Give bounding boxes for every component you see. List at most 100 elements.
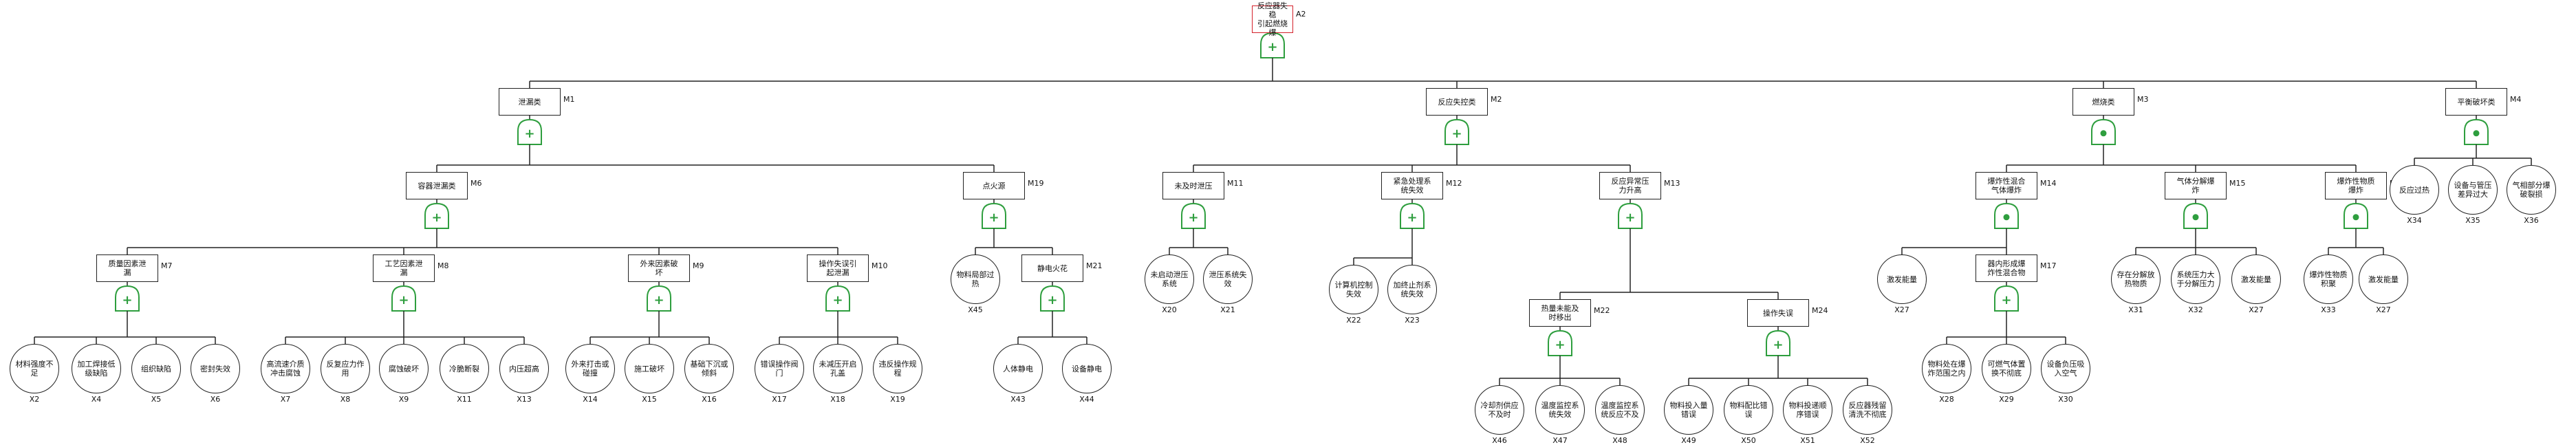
basic-event-x47[interactable]: 温度监控系 统失效 (1535, 385, 1585, 435)
basic-event-code: X31 (2128, 305, 2143, 314)
basic-event-code: X33 (2321, 305, 2336, 314)
intermediate-event-m9[interactable]: 外来因素破 坏 (628, 254, 690, 282)
basic-event-x44[interactable]: 设备静电 (1062, 344, 1112, 393)
basic-event-x52[interactable]: 反应器残留 清洗不彻底 (1843, 385, 1892, 435)
intermediate-event-m1[interactable]: 泄漏类 (499, 88, 561, 116)
intermediate-event-m14[interactable]: 爆炸性混合 气体爆炸 (1976, 172, 2037, 199)
basic-event-code: X6 (210, 395, 221, 404)
basic-event-x11[interactable]: 冷脆断裂 (440, 344, 489, 393)
basic-event-x2[interactable]: 材料强度不 足 (10, 344, 59, 393)
basic-event-x27[interactable]: 激发能量 (1877, 254, 1927, 304)
basic-event-x14[interactable]: 外来打击或 碰撞 (565, 344, 615, 393)
basic-event-x32[interactable]: 系统压力大 于分解压力 (2171, 254, 2220, 304)
basic-event-x7[interactable]: 高流速介质 冲击腐蚀 (261, 344, 310, 393)
event-code: M4 (2510, 95, 2522, 104)
basic-event-x48[interactable]: 温度监控系 统反应不及 (1595, 385, 1645, 435)
intermediate-event-m7[interactable]: 质量因素泄 漏 (96, 254, 158, 282)
basic-event-code: X50 (1741, 436, 1756, 445)
intermediate-event-m10[interactable]: 操作失误引 起泄漏 (807, 254, 869, 282)
basic-event-x33[interactable]: 爆炸性物质 积聚 (2304, 254, 2353, 304)
intermediate-event-m6[interactable]: 容器泄漏类 (406, 172, 468, 199)
basic-event-x16[interactable]: 基础下沉或 倾斜 (684, 344, 734, 393)
or-gate-icon: + (391, 285, 416, 312)
basic-event-code: X19 (890, 395, 905, 404)
intermediate-event-m3[interactable]: 燃烧类 (2072, 88, 2134, 116)
basic-event-code: X36 (2524, 216, 2539, 225)
intermediate-event-m4[interactable]: 平衡破坏类 (2445, 88, 2507, 116)
svg-text:+: + (1451, 127, 1462, 141)
basic-event-code: X13 (517, 395, 532, 404)
or-gate-icon: + (1444, 118, 1469, 145)
basic-event-x35[interactable]: 设备与管压 差异过大 (2448, 165, 2498, 215)
basic-event-x50[interactable]: 物料配比错 误 (1724, 385, 1773, 435)
basic-event-code: X49 (1681, 436, 1696, 445)
basic-event-x20[interactable]: 未启动泄压 系统 (1145, 254, 1194, 304)
basic-event-code: X47 (1552, 436, 1568, 445)
intermediate-event-m22[interactable]: 热量未能及 时移出 (1529, 299, 1591, 327)
intermediate-event-m15[interactable]: 气体分解爆 炸 (2165, 172, 2227, 199)
basic-event-x18[interactable]: 未减压开启 孔盖 (813, 344, 863, 393)
basic-event-x27[interactable]: 激发能量 (2231, 254, 2281, 304)
basic-event-code: X35 (2465, 216, 2480, 225)
basic-event-x22[interactable]: 计算机控制 失效 (1329, 265, 1378, 314)
basic-event-x45[interactable]: 物料局部过 热 (951, 254, 1000, 304)
event-code: M9 (693, 261, 704, 270)
basic-event-x15[interactable]: 施工破坏 (625, 344, 674, 393)
intermediate-event-m12[interactable]: 紧急处理系 统失效 (1381, 172, 1443, 199)
event-code: M21 (1086, 261, 1103, 270)
event-code: M22 (1594, 306, 1610, 315)
basic-event-x46[interactable]: 冷却剂供应 不及时 (1475, 385, 1524, 435)
basic-event-x23[interactable]: 加终止剂系 统失效 (1387, 265, 1437, 314)
basic-event-code: X28 (1939, 395, 1954, 404)
basic-event-x28[interactable]: 物料处在爆 炸范围之内 (1922, 344, 1971, 393)
event-code: M11 (1227, 179, 1244, 188)
basic-event-x9[interactable]: 腐蚀破坏 (379, 344, 429, 393)
basic-event-code: X14 (583, 395, 598, 404)
basic-event-code: X45 (968, 305, 983, 314)
basic-event-code: X2 (29, 395, 40, 404)
intermediate-event-m21[interactable]: 静电火花 (1021, 254, 1083, 282)
basic-event-x29[interactable]: 可燃气体置 换不彻底 (1982, 344, 2031, 393)
basic-event-code: X22 (1346, 316, 1361, 325)
svg-text:+: + (2001, 293, 2011, 307)
or-gate-icon: + (647, 285, 671, 312)
event-code: M12 (1446, 179, 1462, 188)
basic-event-x34[interactable]: 反应过热 (2390, 165, 2439, 215)
intermediate-event-m16[interactable]: 爆炸性物质 爆炸 (2325, 172, 2387, 199)
svg-text:+: + (1773, 338, 1783, 352)
basic-event-x17[interactable]: 错误操作阀 门 (755, 344, 804, 393)
intermediate-event-m13[interactable]: 反应异常压 力升高 (1599, 172, 1661, 199)
intermediate-event-m11[interactable]: 未及时泄压 (1162, 172, 1224, 199)
basic-event-x49[interactable]: 物料投入量 错误 (1664, 385, 1713, 435)
basic-event-x51[interactable]: 物料投递顺 序错误 (1783, 385, 1832, 435)
intermediate-event-m24[interactable]: 操作失误 (1747, 299, 1809, 327)
svg-text:+: + (1625, 210, 1635, 225)
basic-event-x13[interactable]: 内压超高 (499, 344, 549, 393)
event-code: M7 (161, 261, 173, 270)
basic-event-x30[interactable]: 设备负压吸 入空气 (2041, 344, 2090, 393)
basic-event-x43[interactable]: 人体静电 (993, 344, 1043, 393)
basic-event-code: X16 (702, 395, 717, 404)
basic-event-x36[interactable]: 气相部分爆 破裂损 (2507, 165, 2556, 215)
basic-event-x27[interactable]: 激发能量 (2359, 254, 2408, 304)
top-event[interactable]: 反应器失稳 引起燃烧爆 (1252, 1, 1293, 37)
intermediate-event-m2[interactable]: 反应失控类 (1426, 88, 1488, 116)
basic-event-x5[interactable]: 组织缺陷 (131, 344, 181, 393)
basic-event-x21[interactable]: 泄压系统失 效 (1203, 254, 1253, 304)
basic-event-code: X34 (2407, 216, 2422, 225)
basic-event-code: X15 (642, 395, 657, 404)
basic-event-code: X11 (457, 395, 472, 404)
intermediate-event-m17[interactable]: 器内形成爆 炸性混合物 (1976, 254, 2037, 282)
intermediate-event-m8[interactable]: 工艺因素泄 漏 (373, 254, 435, 282)
basic-event-x6[interactable]: 密封失效 (191, 344, 240, 393)
and-gate-icon (2183, 202, 2208, 229)
intermediate-event-m19[interactable]: 点火源 (963, 172, 1025, 199)
basic-event-code: X32 (2188, 305, 2203, 314)
basic-event-x8[interactable]: 反复应力作 用 (321, 344, 370, 393)
svg-text:+: + (1188, 210, 1198, 225)
svg-text:+: + (524, 127, 534, 141)
and-gate-icon (2091, 118, 2116, 145)
basic-event-x31[interactable]: 存在分解放 热物质 (2111, 254, 2161, 304)
basic-event-x4[interactable]: 加工焊接低 级缺陷 (72, 344, 121, 393)
basic-event-x19[interactable]: 违反操作规 程 (873, 344, 922, 393)
